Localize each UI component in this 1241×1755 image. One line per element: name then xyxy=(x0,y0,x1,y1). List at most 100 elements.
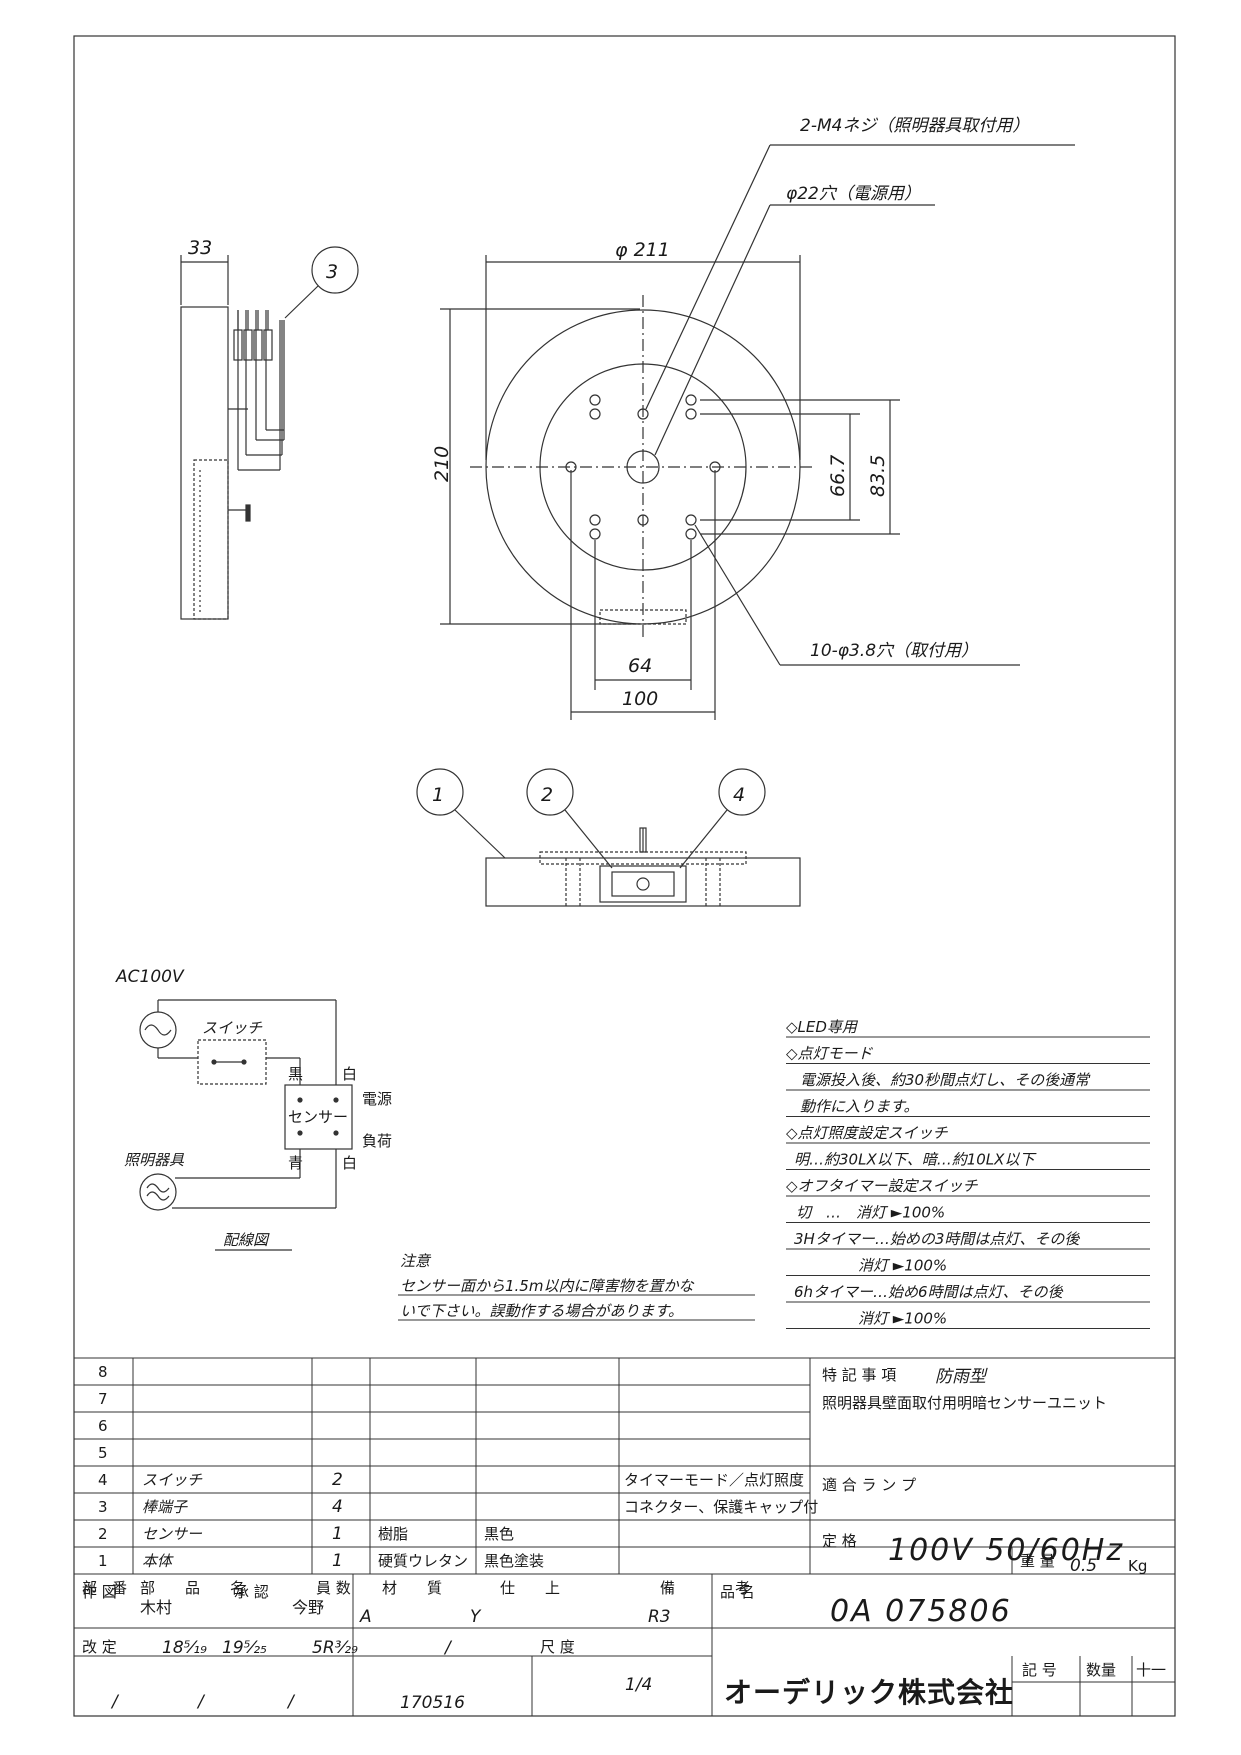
title-block xyxy=(74,1357,1175,1716)
lamp-label: 適 合 ラ ン プ xyxy=(822,1476,916,1494)
notes-block: ◇LED専用 ◇点灯モード電源投入後、約30秒間点灯し、その後通常動作に入ります。… xyxy=(786,1018,1150,1329)
parts-header-name: 部 品 名 xyxy=(140,1579,245,1597)
wiring-white-bottom: 白 xyxy=(342,1154,357,1172)
parts-cell-material: 硬質ウレタン xyxy=(378,1552,468,1570)
special-label: 特 記 事 項 xyxy=(822,1366,896,1384)
note-line: ◇点灯モード xyxy=(786,1045,874,1063)
drawn-label: 作 図 xyxy=(82,1583,117,1601)
front-view xyxy=(440,144,1075,720)
callout-4: 4 xyxy=(733,784,745,806)
spec-description: 照明器具壁面取付用明暗センサーユニット xyxy=(822,1394,1107,1412)
dim-66-7: 66.7 xyxy=(827,455,849,497)
parts-cell-name: 棒端子 xyxy=(142,1498,188,1516)
wiring-fixture: 照明器具 xyxy=(124,1151,185,1169)
sheet-border xyxy=(73,35,1176,1717)
callout-screw: 2-M4ネジ（照明器具取付用） xyxy=(800,116,1029,136)
parts-cell-no: 4 xyxy=(98,1471,108,1489)
callout-3: 3 xyxy=(326,261,338,283)
wiring-load: 負荷 xyxy=(362,1132,392,1150)
wiring-white-top: 白 xyxy=(342,1065,357,1083)
parts-cell-remark: コネクター、保護キャップ付 xyxy=(624,1498,818,1516)
parts-cell-finish: 黒色 xyxy=(484,1525,514,1543)
drawing-code: 170516 xyxy=(400,1693,465,1713)
dim-83-5: 83.5 xyxy=(867,455,889,497)
mark-label: 記 号 xyxy=(1022,1661,1057,1679)
parts-cell-no: 7 xyxy=(98,1390,108,1408)
bottom-view xyxy=(416,768,801,907)
dim-100: 100 xyxy=(622,688,658,710)
blank2: / xyxy=(196,1692,206,1712)
wiring-diagram xyxy=(139,999,353,1251)
parts-cell-no: 1 xyxy=(98,1552,108,1570)
rev-a: A xyxy=(359,1607,372,1627)
parts-cell-qty: 1 xyxy=(332,1524,343,1544)
scale-label: 尺 度 xyxy=(540,1638,575,1656)
count-label: 数量 xyxy=(1086,1661,1116,1679)
special-value: 防雨型 xyxy=(935,1367,988,1387)
parts-cell-no: 6 xyxy=(98,1417,108,1435)
parts-cell-no: 2 xyxy=(98,1525,108,1543)
company-name: オーデリック株式会社 xyxy=(724,1676,1014,1709)
parts-header-qty: 員 数 xyxy=(316,1579,351,1597)
revised-label: 改 定 xyxy=(82,1638,117,1656)
weight-unit: Kg xyxy=(1128,1557,1147,1575)
dim-depth: 33 xyxy=(188,237,212,259)
parts-cell-no: 5 xyxy=(98,1444,108,1462)
side-view xyxy=(180,255,285,620)
note-line: 動作に入ります。 xyxy=(800,1098,919,1116)
product-no: 0A 075806 xyxy=(830,1594,1012,1629)
wiring-switch: スイッチ xyxy=(202,1019,263,1037)
rev-y: Y xyxy=(470,1607,482,1627)
callout-hole-power: φ22穴（電源用） xyxy=(786,184,921,204)
parts-cell-name: スイッチ xyxy=(142,1471,203,1489)
note-line: 切 … 消灯 ►100% xyxy=(796,1204,945,1222)
parts-cell-name: センサー xyxy=(142,1525,203,1543)
dim-height: 210 xyxy=(431,446,453,482)
callout-1: 1 xyxy=(432,784,444,806)
rating-value: 100V 50/60Hz xyxy=(888,1533,1124,1568)
rating-label: 定 格 xyxy=(822,1532,857,1550)
note-line: 消灯 ►100% xyxy=(858,1310,947,1328)
wiring-title: AC100V xyxy=(115,967,185,987)
note-line: 明…約30LX以下、暗…約10LX以下 xyxy=(794,1151,1037,1169)
wiring-black: 黒 xyxy=(288,1065,303,1083)
parts-cell-no: 3 xyxy=(98,1498,108,1516)
blank3: / xyxy=(286,1692,296,1712)
note-line: ◇オフタイマー設定スイッチ xyxy=(786,1177,979,1195)
wiring-power: 電源 xyxy=(362,1090,392,1108)
note-line: 3Hタイマー…始めの3時間は点灯、その後 xyxy=(794,1230,1080,1248)
parts-header-no: 部 番 xyxy=(82,1579,127,1597)
note-line: ◇点灯照度設定スイッチ xyxy=(786,1124,949,1142)
callout-2: 2 xyxy=(541,784,553,806)
parts-cell-qty: 4 xyxy=(332,1497,343,1517)
note-line: 電源投入後、約30秒間点灯し、その後通常 xyxy=(800,1071,1091,1089)
parts-cell-material: 樹脂 xyxy=(378,1525,408,1543)
weight-value: 0.5 xyxy=(1070,1556,1097,1576)
caution-line1: センサー面から1.5m以内に障害物を置かな xyxy=(400,1277,694,1295)
rev-date2: 19⁵⁄₂₅ xyxy=(222,1638,267,1658)
scale-value: 1/4 xyxy=(625,1675,652,1695)
parts-cell-finish: 黒色塗装 xyxy=(484,1552,544,1570)
dim-64: 64 xyxy=(628,655,652,677)
weight-label: 重 量 xyxy=(1020,1552,1055,1570)
parts-cell-qty: 1 xyxy=(332,1551,343,1571)
rev-date1: 18⁵⁄₁₉ xyxy=(162,1638,207,1658)
parts-cell-name: 本体 xyxy=(142,1552,174,1570)
wiring-sensor: センサー xyxy=(288,1108,348,1126)
caution-line2: いで下さい。誤動作する場合があります。 xyxy=(400,1302,683,1320)
rev-date3: 5R³⁄₂₉ xyxy=(312,1638,358,1658)
callout-hole-mount: 10-φ3.8穴（取付用） xyxy=(810,641,978,661)
note-line: ◇LED専用 xyxy=(786,1018,859,1036)
caution-title: 注意 xyxy=(400,1252,432,1270)
parts-header-finish: 仕 上 xyxy=(500,1579,560,1597)
blank1: / xyxy=(110,1692,120,1712)
drawn-by: 木村 xyxy=(140,1598,172,1617)
wiring-blue: 青 xyxy=(288,1154,303,1172)
note-line: 6hタイマー…始め6時間は点灯、その後 xyxy=(794,1283,1064,1301)
approved-by: 今野 xyxy=(292,1598,324,1617)
parts-header-material: 材 質 xyxy=(382,1579,442,1597)
parts-cell-qty: 2 xyxy=(332,1470,343,1490)
parts-cell-remark: タイマーモード／点灯照度 xyxy=(624,1471,804,1489)
pm-label: 十一 xyxy=(1136,1661,1166,1679)
